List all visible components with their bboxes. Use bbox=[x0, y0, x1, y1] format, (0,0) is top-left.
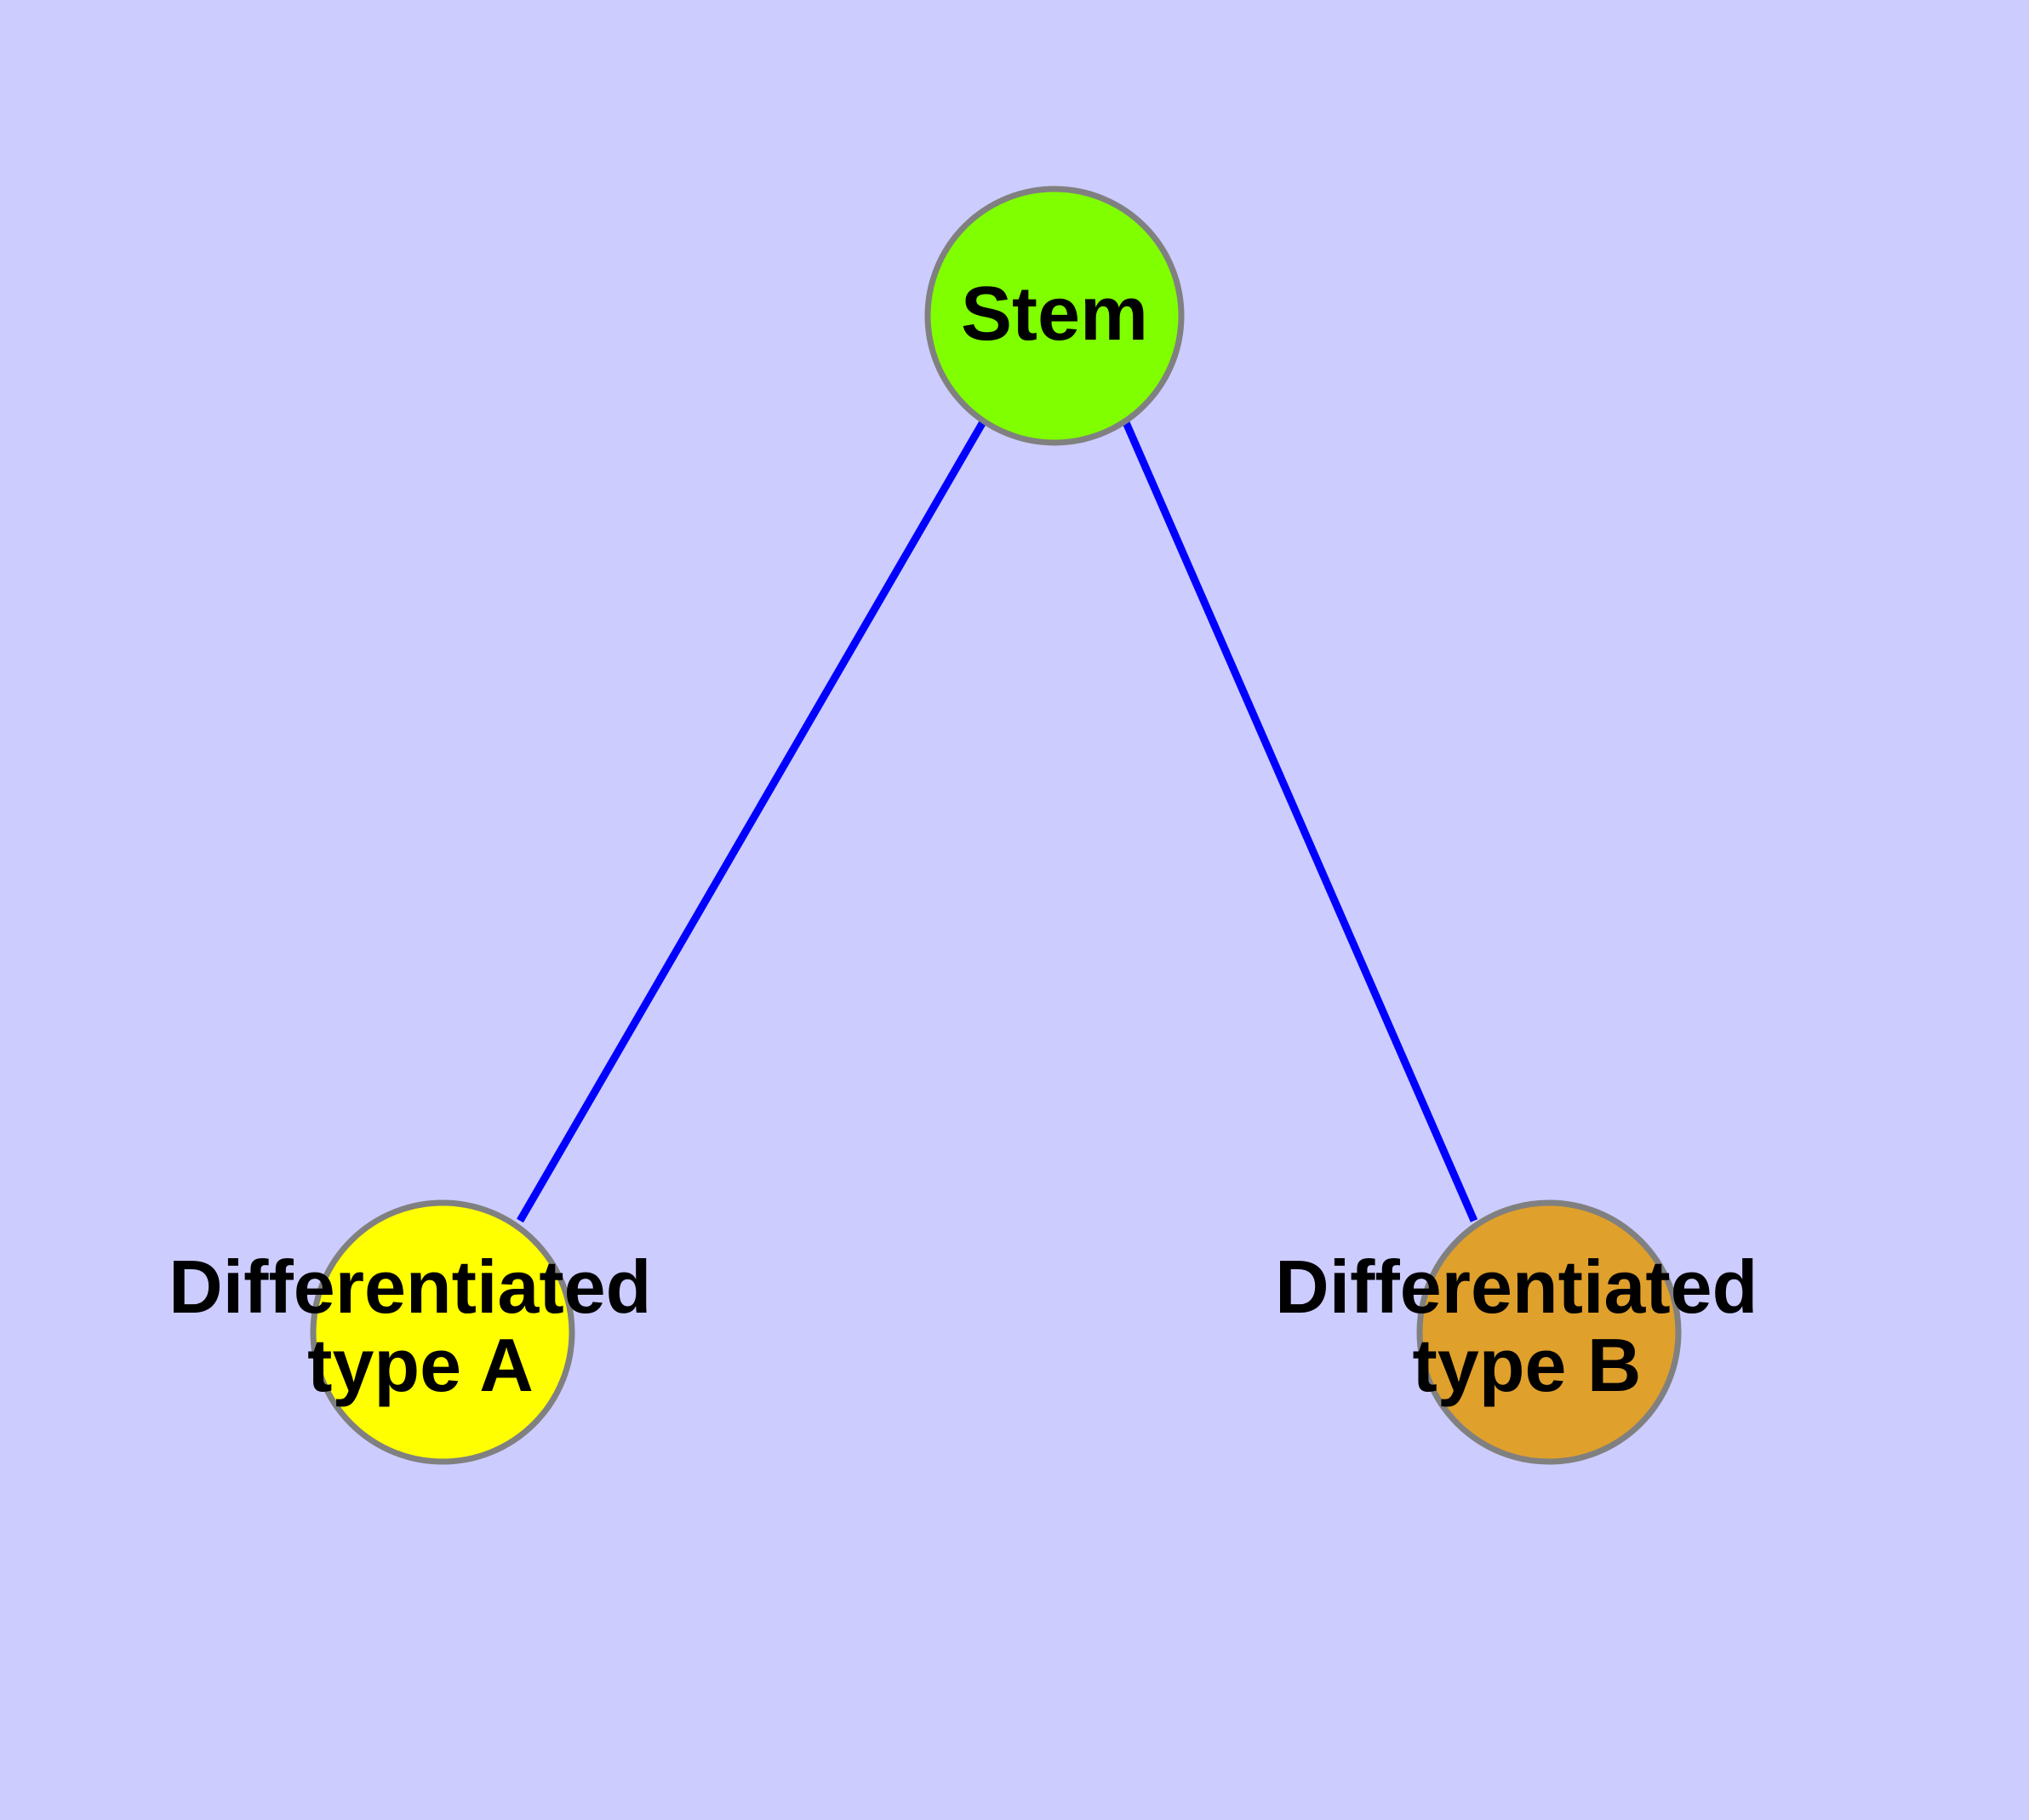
node-stem-label-line-1: Stem bbox=[961, 272, 1148, 357]
node-differentiated-type-b-label-line-2: type B bbox=[1413, 1323, 1642, 1407]
node-stem-circle[interactable] bbox=[924, 186, 1185, 446]
node-differentiated-type-a-label-line-2: type A bbox=[307, 1323, 534, 1407]
node-differentiated-type-b-label: Differentiated type B bbox=[1275, 1245, 1779, 1407]
edge-stem-to-differentiated-type-a bbox=[517, 418, 987, 1223]
nodes-layer bbox=[310, 186, 1682, 1465]
node-differentiated-type-b[interactable] bbox=[1416, 1199, 1682, 1465]
node-differentiated-type-a-label-line-1: Differentiated bbox=[169, 1245, 651, 1329]
node-stem[interactable] bbox=[924, 186, 1185, 446]
node-stem-label: Stem bbox=[961, 272, 1148, 357]
edge-stem-to-differentiated-type-b bbox=[1121, 419, 1478, 1222]
node-differentiated-type-a[interactable] bbox=[310, 1199, 575, 1465]
edges-layer bbox=[517, 418, 1478, 1223]
node-differentiated-type-a-circle[interactable] bbox=[310, 1199, 575, 1465]
node-differentiated-type-a-label: Differentiated type A bbox=[169, 1245, 672, 1407]
labels-layer: Stem Differentiated type A Differentiate… bbox=[169, 272, 1779, 1408]
node-differentiated-type-b-circle[interactable] bbox=[1416, 1199, 1682, 1465]
node-differentiated-type-b-label-line-1: Differentiated bbox=[1275, 1245, 1758, 1329]
